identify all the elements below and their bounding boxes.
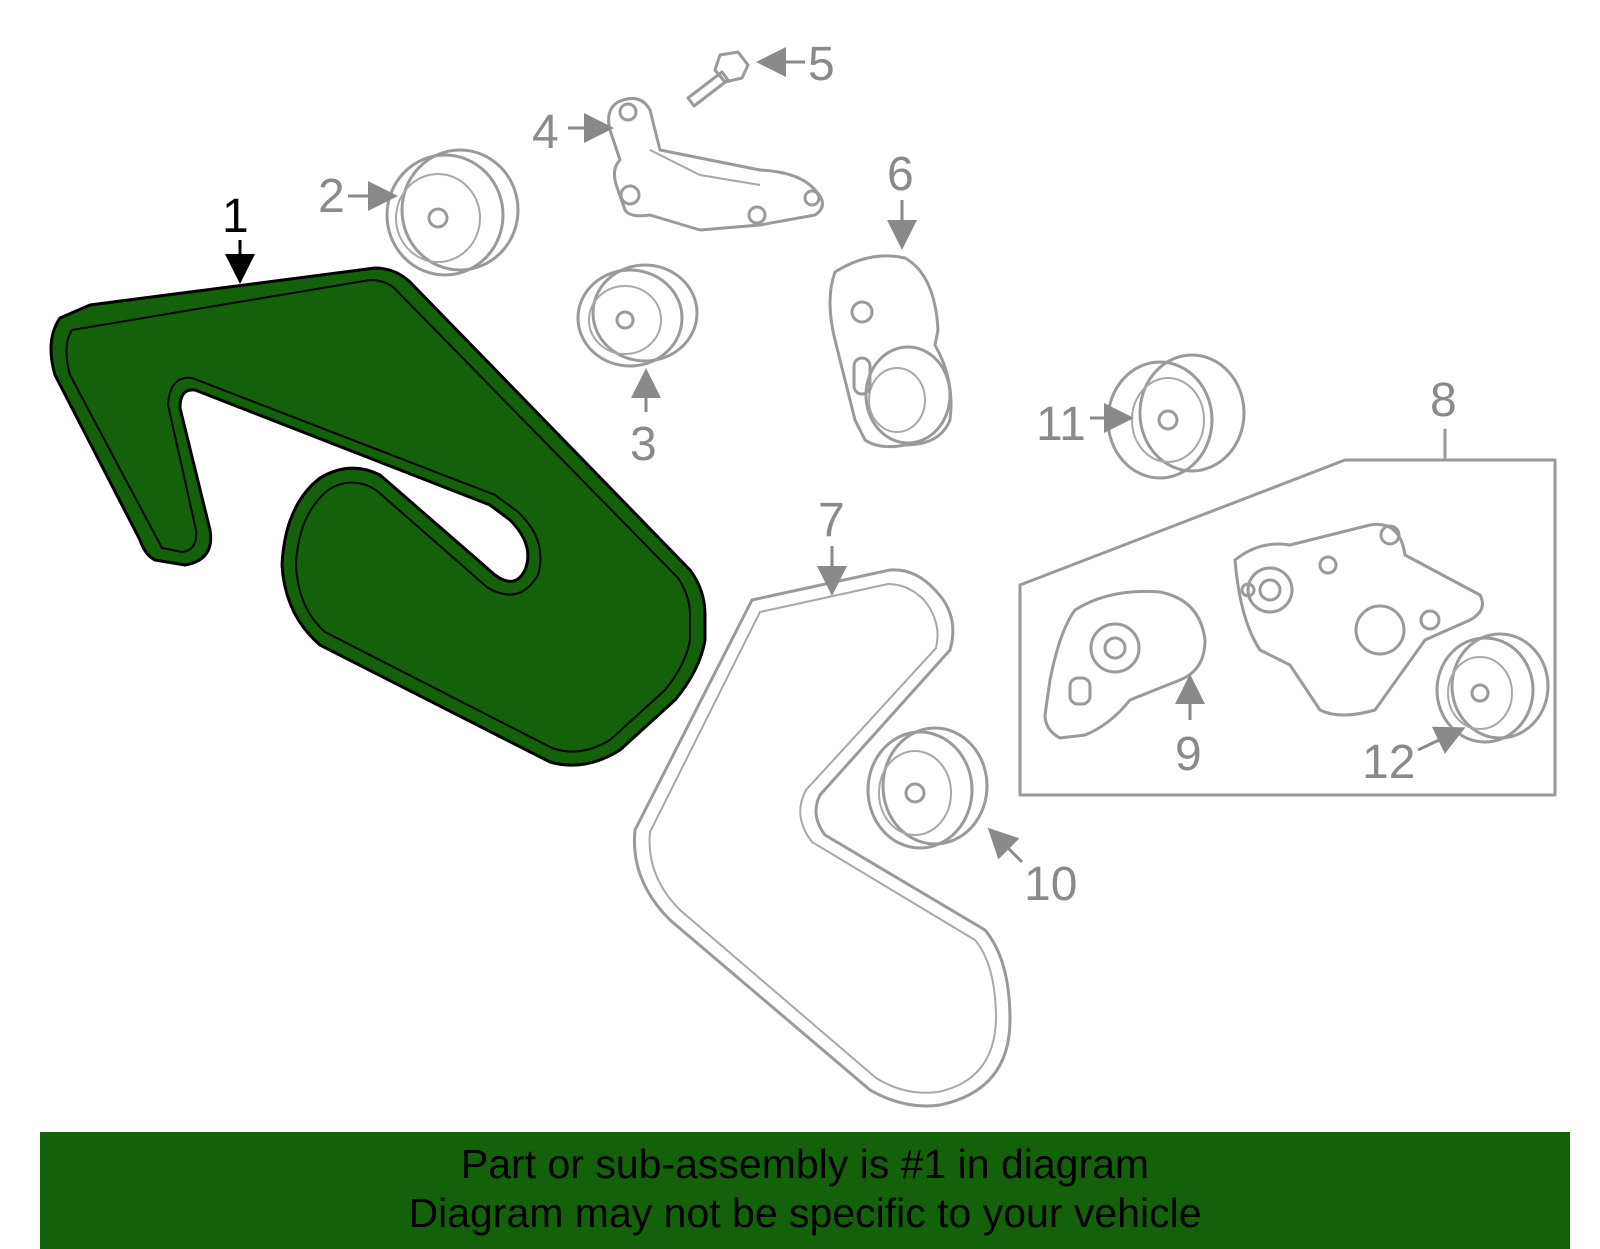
banner-line-1: Part or sub-assembly is #1 in diagram: [460, 1141, 1150, 1187]
part-8-tensioner-assembly[interactable]: [1018, 428, 1557, 797]
callout-7: 7: [818, 494, 845, 547]
callout-11: 11: [1036, 398, 1086, 451]
callout-1-group: 1: [222, 190, 255, 284]
callout-3: 3: [630, 418, 657, 471]
part-5-bolt[interactable]: [686, 50, 750, 108]
callout-5: 5: [808, 38, 835, 91]
info-banner: Part or sub-assembly is #1 in diagram Di…: [40, 1132, 1570, 1249]
callout-10-arrow: [987, 827, 1024, 864]
callout-6: 6: [887, 148, 914, 201]
callout-9: 9: [1175, 728, 1202, 781]
part-9-tensioner[interactable]: [1043, 589, 1207, 740]
part-11-idler-pulley[interactable]: [1106, 353, 1246, 480]
callout-4: 4: [532, 106, 559, 159]
part-1-drive-belt[interactable]: [49, 266, 707, 767]
callout-1: 1: [222, 190, 249, 243]
callout-12: 12: [1362, 736, 1415, 789]
part-12-idler-pulley[interactable]: [1435, 632, 1550, 744]
callout-2: 2: [318, 170, 345, 223]
callout-10: 10: [1024, 858, 1077, 911]
part-10-idler-pulley[interactable]: [866, 726, 989, 850]
part-3-idler-pulley[interactable]: [576, 263, 699, 368]
callout-8: 8: [1430, 374, 1457, 427]
banner-line-2: Diagram may not be specific to your vehi…: [408, 1190, 1202, 1236]
part-6-tensioner[interactable]: [828, 254, 953, 449]
part-2-idler-pulley[interactable]: [385, 148, 520, 277]
part-7-belt[interactable]: [632, 568, 1012, 1108]
part-4-bracket[interactable]: [607, 96, 824, 232]
callout-12-arrow: [1417, 726, 1466, 754]
